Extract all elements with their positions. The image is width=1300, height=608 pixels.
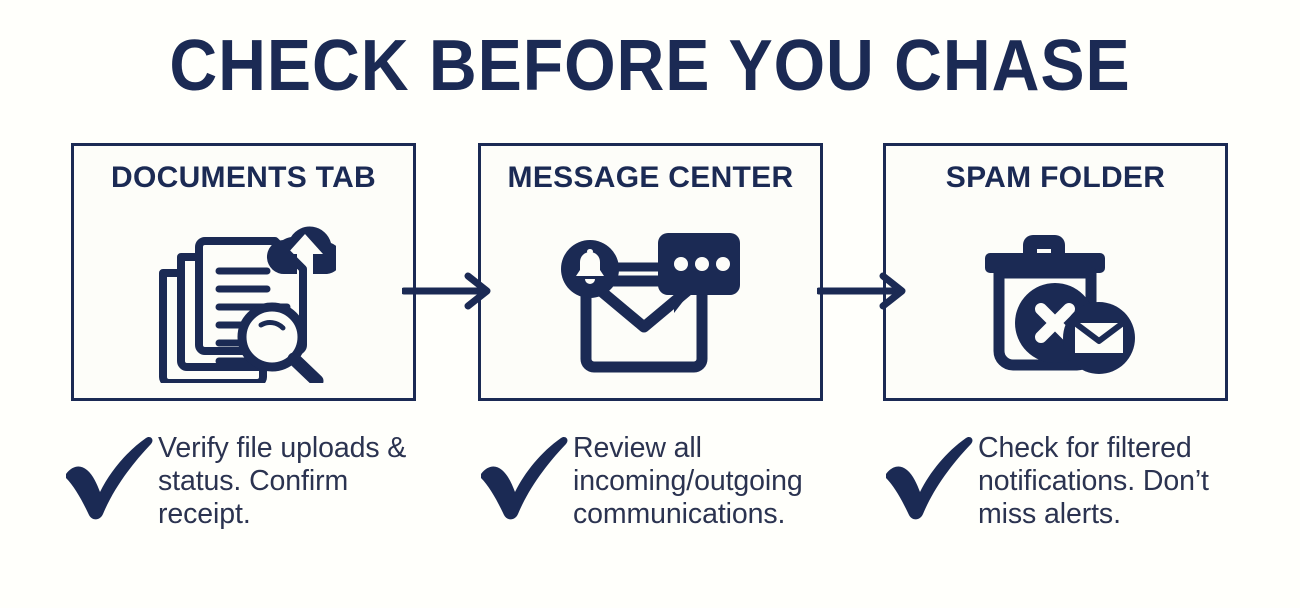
panel-documents-tab[interactable]: DOCUMENTS TAB <box>71 143 416 401</box>
panel-title-documents-tab: DOCUMENTS TAB <box>111 161 376 194</box>
caption-message-center: Review all incoming/outgoing communicati… <box>477 424 857 531</box>
arrow-right-icon-2 <box>817 272 909 310</box>
panel-title-spam-folder: SPAM FOLDER <box>945 161 1166 194</box>
trash-bin-x-circle-envelope-icon <box>886 208 1225 390</box>
arrow-right-icon-1 <box>402 272 494 310</box>
caption-documents-tab: Verify file uploads & status. Confirm re… <box>62 424 442 531</box>
panel-spam-folder[interactable]: SPAM FOLDER <box>883 143 1228 401</box>
caption-spam-folder: Check for filtered notifications. Don’t … <box>882 424 1262 531</box>
caption-text-spam-folder: Check for filtered notifications. Don’t … <box>978 432 1209 530</box>
documents-stack-cloud-upload-search-icon <box>74 208 413 390</box>
panel-message-center[interactable]: MESSAGE CENTER <box>478 143 823 401</box>
caption-row: Verify file uploads & status. Confirm re… <box>0 424 1300 584</box>
checkmark-icon <box>477 430 573 522</box>
checkmark-icon <box>62 430 158 522</box>
panel-title-message-center: MESSAGE CENTER <box>507 161 794 194</box>
envelope-bell-chat-bubble-icon <box>481 208 820 390</box>
page-title: CHECK BEFORE YOU CHASE <box>169 26 1131 106</box>
checkmark-icon <box>882 430 978 522</box>
caption-text-message-center: Review all incoming/outgoing communicati… <box>573 432 803 530</box>
panel-row: DOCUMENTS TAB <box>71 143 1228 401</box>
caption-text-documents-tab: Verify file uploads & status. Confirm re… <box>158 432 407 530</box>
